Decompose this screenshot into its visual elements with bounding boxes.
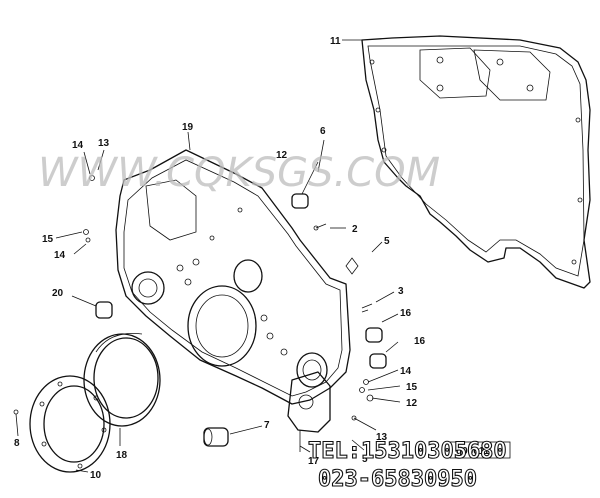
callout-7: 7: [264, 420, 270, 431]
callout-5-mid: 5: [384, 236, 390, 247]
callout-5-low: 5: [362, 454, 368, 465]
contact-tel: TEL:15310305680: [308, 439, 507, 464]
bushing-7: [203, 427, 229, 447]
callout-15-top: 14: [72, 140, 84, 151]
callout-10: 10: [90, 470, 102, 481]
callout-15-mid: 15: [42, 234, 54, 245]
callout-2: 2: [352, 224, 358, 235]
callout-11: 11: [330, 36, 341, 47]
callout-3: 3: [398, 286, 404, 297]
callout-14-low: 14: [400, 366, 412, 377]
gear-housing-19: [115, 149, 351, 452]
callout-14-mid: 14: [54, 250, 66, 261]
gasket-11: [361, 35, 591, 289]
callout-18: 18: [116, 450, 128, 461]
figure-code: q06011: [456, 446, 490, 457]
callout-14-top: 13: [98, 138, 110, 149]
contact-tel2: 023-65830950: [318, 467, 477, 492]
leader-lines: [15, 39, 401, 473]
callout-16-upper: 16: [400, 308, 412, 319]
callout-8: 8: [14, 438, 20, 449]
seal-ring-18: [83, 333, 161, 427]
callout-17: 17: [308, 456, 320, 467]
callout-6: 6: [320, 126, 326, 137]
hardware-bolts: [13, 175, 374, 421]
callout-13: 13: [376, 432, 388, 443]
bushing-16-upper: [365, 327, 383, 343]
cover-plate-10: [29, 375, 111, 473]
bushing-20: [95, 301, 113, 319]
callout-12-top: 12: [276, 150, 288, 161]
callout-12-low: 12: [406, 398, 418, 409]
callout-16-lower: 16: [414, 336, 426, 347]
callout-15-low: 15: [406, 382, 418, 393]
bushing-16-lower: [369, 353, 387, 369]
figure-code-box: q06011: [449, 441, 511, 459]
watermark-text: WWW.CQKSGS.COM: [38, 150, 440, 196]
callout-20: 20: [52, 288, 64, 299]
bushing-6: [291, 193, 309, 209]
callouts: 11 19 6 12 14 13 2 15 14 5 20 3 16 16 14…: [14, 36, 426, 481]
callout-19: 19: [182, 122, 194, 133]
